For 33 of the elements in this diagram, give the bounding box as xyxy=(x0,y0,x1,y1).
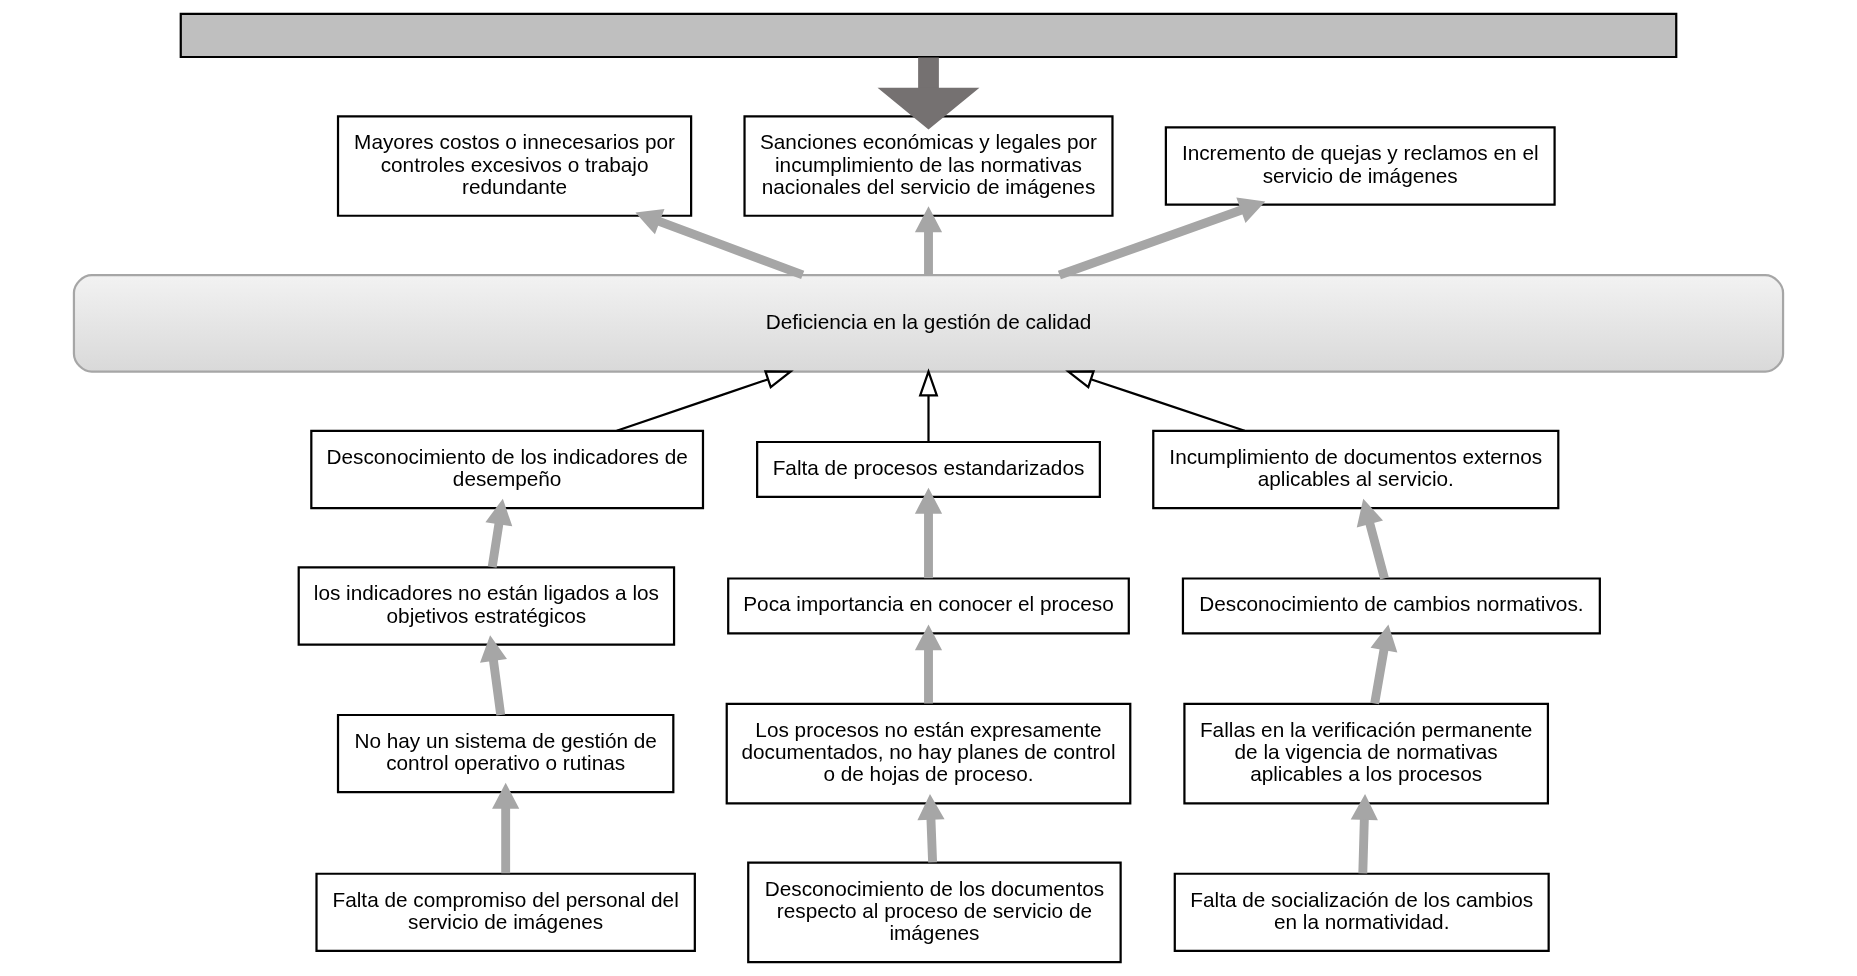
arrow xyxy=(917,793,945,863)
node-box: los indicadores no están ligados a los objetivos estratégicos xyxy=(297,566,676,646)
arrow xyxy=(492,782,520,874)
arrow xyxy=(1350,793,1378,874)
node-banner xyxy=(179,12,1678,59)
node-box: Mayores costos o innecesarios por controles excesivos o trabajo redundante xyxy=(336,115,693,217)
arrow xyxy=(877,57,980,130)
node-box: Falta de procesos estandarizados xyxy=(756,440,1101,498)
node-box: No hay un sistema de gestión de control operativo o rutinas xyxy=(336,713,675,794)
arrow xyxy=(1356,498,1389,580)
arrow xyxy=(1370,624,1398,705)
node-box: Desconocimiento de los documentos respecto al proceso de servicio de imágenes xyxy=(747,861,1122,964)
arrow xyxy=(635,208,805,280)
node-box: Poca importancia en conocer el proceso xyxy=(727,577,1130,635)
node-box: Fallas en la verificación permanente de la vigencia de normativas aplicables a los procesos xyxy=(1183,702,1550,805)
node-box: Deficiencia en la gestión de calidad xyxy=(72,274,1785,373)
arrow xyxy=(480,635,507,716)
node-box: Desconocimiento de los indicadores de desempeño xyxy=(310,429,705,510)
node-box: Falta de compromiso del personal del servicio de imágenes xyxy=(315,872,696,952)
arrow xyxy=(914,624,943,704)
arrow xyxy=(918,368,939,442)
node-box: Los procesos no están expresamente documentados, no hay planes de control o de hojas de proceso. xyxy=(725,702,1132,805)
arrow xyxy=(1057,197,1266,280)
node-box: Desconocimiento de cambios normativos. xyxy=(1181,577,1601,635)
node-box: Incremento de quejas y reclamos en el servicio de imágenes xyxy=(1164,126,1556,206)
arrow xyxy=(914,206,943,275)
arrow xyxy=(616,370,794,432)
arrow xyxy=(485,498,513,568)
node-box: Incumplimiento de documentos externos aplicables al servicio. xyxy=(1152,429,1560,510)
node-box: Sanciones económicas y legales por incumplimiento de las normativas nacionales del servicio de imágenes xyxy=(743,115,1114,217)
node-box: Falta de socialización de los cambios en la normatividad. xyxy=(1173,872,1550,952)
arrow xyxy=(1065,370,1246,432)
arrow xyxy=(914,487,943,579)
